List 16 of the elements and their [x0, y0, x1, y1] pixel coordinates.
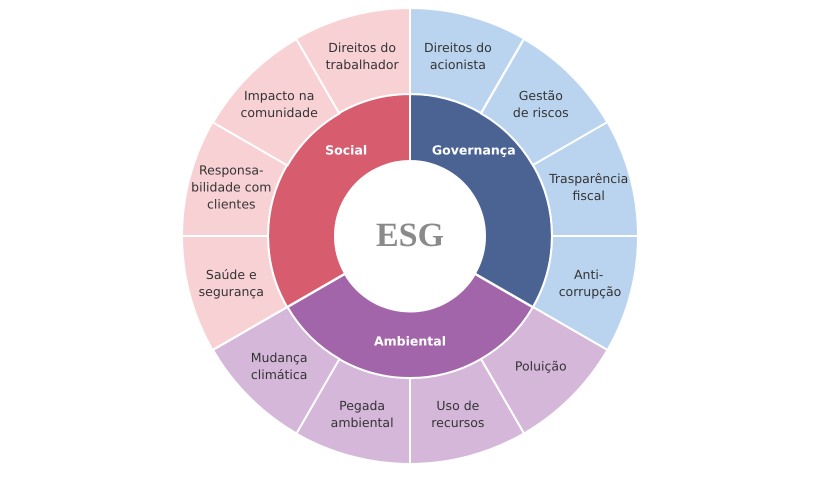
topic-label: Uso de recursos: [430, 398, 486, 432]
topic-label: Saúde e segurança: [198, 267, 265, 301]
topic-label: Anti-corrupção: [558, 267, 619, 301]
topic-label: Mudança climática: [250, 350, 309, 384]
topic-label: Direitos do trabalhador: [324, 40, 400, 74]
center-label: ESG: [376, 216, 444, 256]
topic-label: Gestão de riscos: [512, 88, 569, 122]
category-label: Ambiental: [374, 334, 446, 350]
category-label: Social: [325, 142, 368, 160]
topic-label: Poluição: [514, 358, 568, 376]
topic-label: Direitos do acionista: [423, 40, 493, 74]
topic-label: Pegada ambiental: [330, 398, 395, 432]
topic-label: Impacto na comunidade: [240, 88, 319, 122]
topic-label: Trasparência fiscal: [548, 171, 630, 205]
category-label: Governança: [432, 142, 516, 160]
topic-label: Responsa-bilidade com clientes: [190, 162, 272, 214]
